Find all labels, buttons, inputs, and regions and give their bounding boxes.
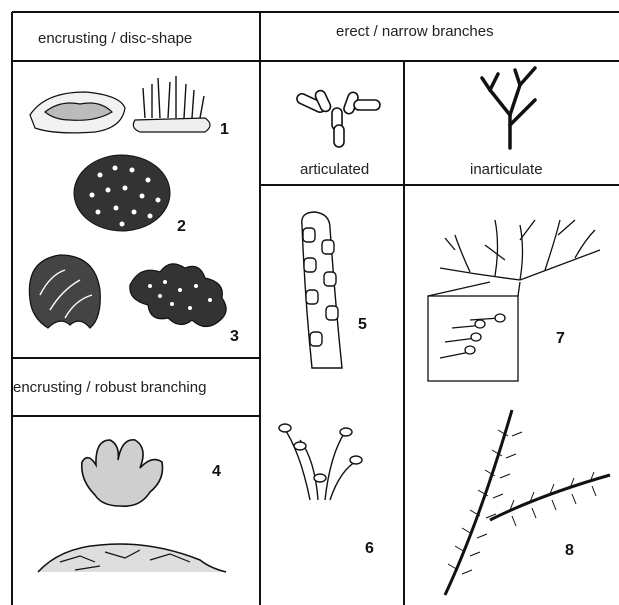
specimen-inarticulate-drawing [482,68,535,148]
figure-number-1: 1 [220,121,229,139]
specimen-1-drawing [30,76,210,133]
figure-number-3: 3 [230,328,239,346]
figure-number-4: 4 [212,463,221,481]
header-erect-narrow-branches: erect / narrow branches [336,23,494,40]
header-encrusting-disc-shape: encrusting / disc-shape [38,30,192,47]
figure-number-5: 5 [358,316,367,334]
figure-number-7: 7 [556,330,565,348]
specimen-articulated-drawing [295,89,380,147]
header-encrusting-robust-branching: encrusting / robust branching [13,379,206,396]
label-articulated: articulated [300,161,369,178]
specimen-2-drawing [74,155,170,231]
specimen-6-drawing [279,424,362,500]
figure-number-2: 2 [177,218,186,236]
figure-number-6: 6 [365,540,374,558]
specimen-3-drawing [29,255,226,328]
figure-number-8: 8 [565,542,574,560]
label-inarticulate: inarticulate [470,161,543,178]
specimen-4-drawing [38,440,226,572]
specimen-8-drawing [445,410,610,595]
specimen-5-drawing [302,212,342,368]
specimen-7-drawing [428,220,600,381]
